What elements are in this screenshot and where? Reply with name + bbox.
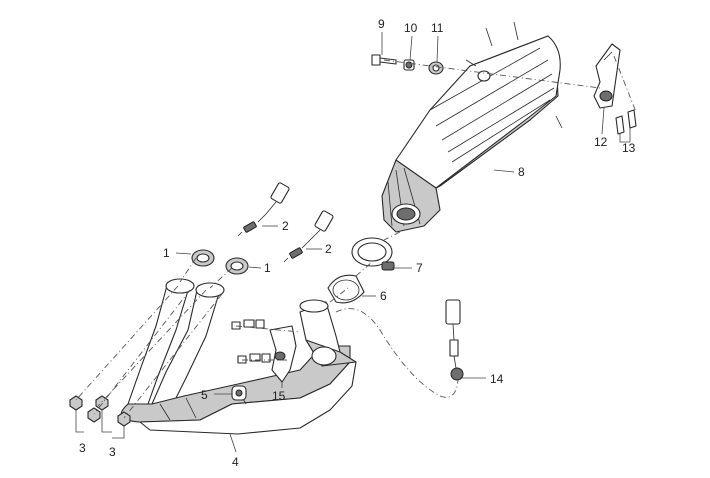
callout-5: 5 [201, 388, 208, 402]
clamp-7 [351, 237, 395, 271]
callout-7: 7 [416, 261, 423, 275]
hanger-bracket [593, 43, 621, 109]
rubber-mount-5 [231, 385, 247, 401]
callout-6: 6 [380, 289, 387, 303]
nut-3a [69, 395, 83, 411]
callout-4: 4 [232, 455, 239, 469]
callout-3b: 3 [109, 445, 116, 459]
callout-2a: 2 [282, 219, 289, 233]
callout-10: 10 [404, 21, 418, 35]
grommet-11 [428, 61, 444, 75]
callout-13: 13 [622, 141, 636, 155]
bolt-9 [371, 54, 397, 66]
bracket-15 [231, 319, 297, 383]
assembly-lines [75, 55, 637, 419]
callout-9: 9 [378, 17, 385, 31]
gasket-1b [225, 257, 249, 275]
callout-1b: 1 [264, 261, 271, 275]
leader-lines [75, 32, 631, 453]
callout-8: 8 [518, 165, 525, 179]
oxygen-sensor-14 [445, 299, 464, 381]
muffler [381, 21, 563, 233]
nut-3b [87, 407, 101, 423]
callout-15: 15 [272, 389, 286, 403]
spacer-10 [403, 59, 415, 71]
callouts: 1 1 2 2 3 3 4 5 6 7 8 9 10 11 12 13 14 1… [79, 17, 636, 469]
callout-3a: 3 [79, 441, 86, 455]
callout-2b: 2 [325, 242, 332, 256]
callout-11: 11 [431, 21, 444, 35]
callout-12: 12 [594, 135, 608, 149]
callout-14: 14 [490, 372, 504, 386]
oxygen-sensor-2b [283, 210, 334, 263]
nut-3d [117, 411, 131, 427]
callout-1a: 1 [163, 246, 170, 260]
oxygen-sensor-2a [237, 182, 290, 237]
bolt-13 [615, 109, 637, 135]
gasket-6 [327, 274, 365, 304]
gasket-1a [191, 249, 215, 267]
